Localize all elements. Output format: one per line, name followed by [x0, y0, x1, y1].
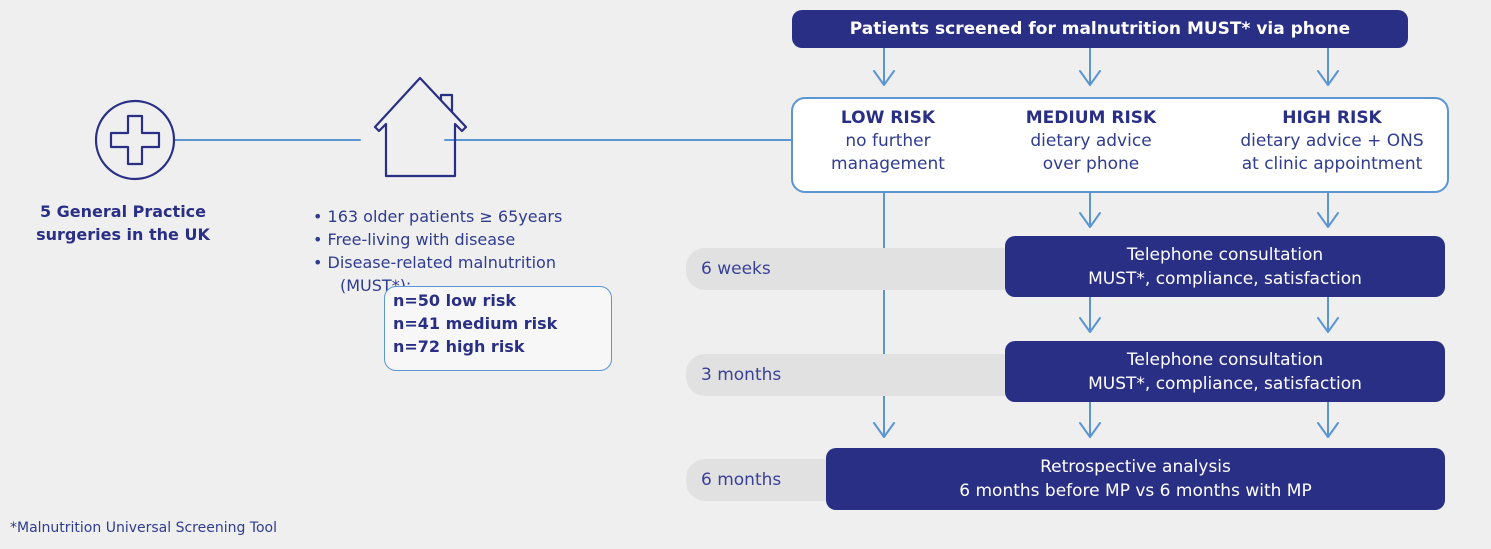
count-medium: n=41 medium risk	[393, 314, 558, 333]
house-icon	[373, 76, 468, 178]
risk-low-line1: no further	[845, 131, 931, 151]
arrow-high	[1317, 70, 1339, 86]
screening-header-label: Patients screened for malnutrition MUST*…	[849, 19, 1351, 39]
risk-levels-box: LOW RISK no further management MEDIUM RI…	[791, 97, 1449, 193]
gp-line2: surgeries in the UK	[36, 225, 210, 244]
footnote: *Malnutrition Universal Screening Tool	[10, 520, 277, 536]
consultation-3-months-line2: MUST*, compliance, satisfaction	[1088, 373, 1362, 394]
risk-medium-line2: over phone	[1042, 154, 1140, 174]
risk-high-line1: dietary advice + ONS	[1240, 131, 1424, 151]
band-6-months-label: 6 months	[701, 470, 782, 490]
consultation-box-3-months: Telephone consultation MUST*, compliance…	[1005, 341, 1445, 402]
risk-low: LOW RISK no further management	[803, 107, 973, 176]
band-3-months: 3 months	[686, 354, 1016, 396]
risk-medium: MEDIUM RISK dietary advice over phone	[1001, 107, 1181, 176]
gp-line1: 5 General Practice	[39, 202, 207, 221]
risk-low-head: LOW RISK	[840, 108, 936, 128]
consultation-6-weeks-line1: Telephone consultation	[1126, 244, 1324, 265]
bullet-patients: • 163 older patients ≥ 65years	[313, 207, 563, 226]
retrospective-analysis-box: Retrospective analysis 6 months before M…	[826, 448, 1445, 510]
arrow-low	[873, 70, 895, 86]
risk-medium-head: MEDIUM RISK	[1025, 108, 1157, 128]
patient-bullets: • 163 older patients ≥ 65years • Free-li…	[313, 205, 623, 297]
screening-header-box: Patients screened for malnutrition MUST*…	[792, 10, 1408, 48]
risk-high-line2: at clinic appointment	[1241, 154, 1423, 174]
count-high: n=72 high risk	[393, 337, 525, 356]
consultation-6-weeks-line2: MUST*, compliance, satisfaction	[1088, 268, 1362, 289]
gp-surgeries-label: 5 General Practice surgeries in the UK	[28, 200, 218, 246]
band-3-months-label: 3 months	[701, 365, 782, 385]
medical-cross-icon	[94, 99, 176, 181]
band-6-months: 6 months	[686, 459, 836, 501]
risk-high: HIGH RISK dietary advice + ONS at clinic…	[1225, 107, 1439, 176]
consultation-3-months-line1: Telephone consultation	[1126, 349, 1324, 370]
retrospective-line2: 6 months before MP vs 6 months with MP	[959, 481, 1312, 501]
consultation-box-6-weeks: Telephone consultation MUST*, compliance…	[1005, 236, 1445, 297]
risk-medium-line1: dietary advice	[1030, 131, 1152, 151]
band-6-weeks: 6 weeks	[686, 248, 1016, 290]
bullet-malnutrition: • Disease-related malnutrition	[313, 253, 556, 272]
arrow-medium	[1079, 70, 1101, 86]
risk-counts-box: n=50 low risk n=41 medium risk n=72 high…	[384, 286, 612, 371]
retrospective-line1: Retrospective analysis	[1040, 457, 1231, 477]
bullet-free-living: • Free-living with disease	[313, 230, 516, 249]
risk-low-line2: management	[831, 154, 945, 174]
risk-high-head: HIGH RISK	[1282, 108, 1382, 128]
band-6-weeks-label: 6 weeks	[701, 259, 771, 279]
count-low: n=50 low risk	[393, 291, 516, 310]
